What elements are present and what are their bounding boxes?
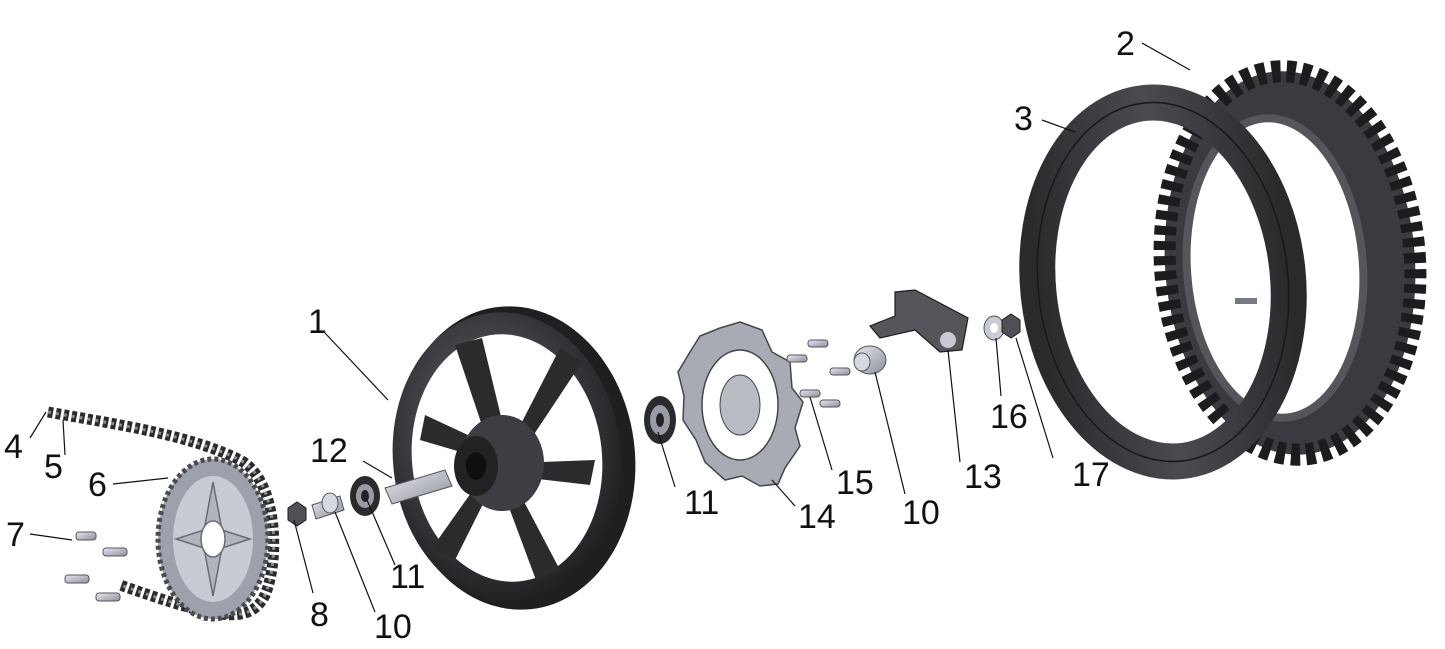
disc-bolts [786,339,851,408]
brake-disc [677,321,804,487]
callout-10-right: 10 [902,494,940,532]
axle [384,469,453,505]
bearing-left [350,476,380,516]
sprocket [155,456,271,622]
callout-7: 7 [6,516,25,554]
callout-8: 8 [310,596,329,634]
nut [1001,313,1021,339]
callout-12: 12 [310,432,348,470]
callout-10-left: 10 [374,608,412,646]
spacer-right [853,345,887,375]
axle-nut [287,501,307,527]
rim [392,306,636,610]
callout-17: 17 [1072,456,1110,494]
bearing-right [644,396,676,444]
callout-16: 16 [990,398,1028,436]
leader-lines [29,42,1191,613]
callout-11-right: 11 [684,484,719,522]
callout-5: 5 [44,448,63,486]
spacer-left [311,492,345,520]
callout-15: 15 [836,464,874,502]
callout-2: 2 [1116,25,1135,63]
inner-tube [1019,84,1307,480]
callouts: 1 2 3 4 5 6 7 8 10 11 12 11 14 15 10 13 … [4,25,1135,646]
callout-13: 13 [964,458,1002,496]
callout-3: 3 [1014,100,1033,138]
callout-14: 14 [798,498,836,536]
sprocket-bolts [64,531,128,602]
valve-stem [1235,298,1257,304]
callout-6: 6 [88,466,107,504]
caliper-bracket [869,289,969,353]
callout-1: 1 [308,303,327,341]
washer [983,315,1005,341]
callout-4: 4 [4,428,23,466]
callout-11-left: 11 [390,558,425,596]
